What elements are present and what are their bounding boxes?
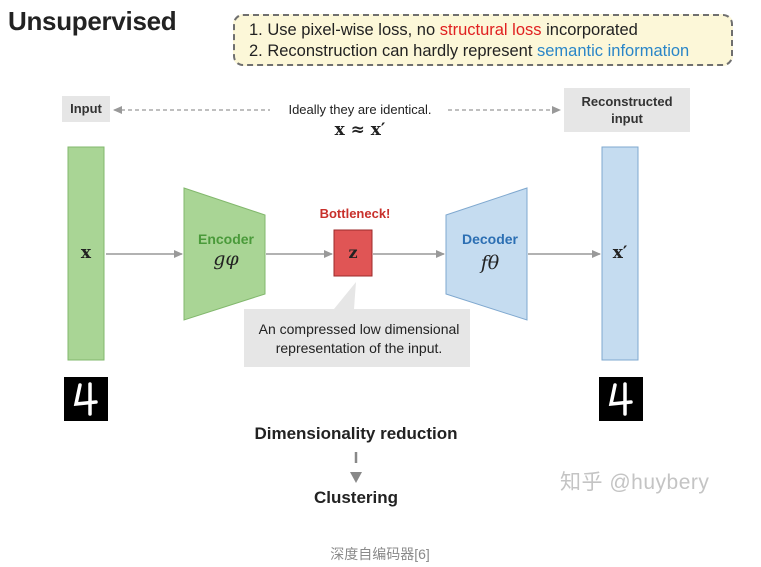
input-bar: [67, 146, 105, 361]
callout-text: An compressed low dimensional representa…: [244, 320, 474, 358]
callout-line-2: representation of the input.: [275, 340, 443, 356]
output-digit-glyph: [608, 382, 633, 416]
ideal-text: Ideally they are identical.: [288, 102, 432, 117]
decoder-trapezoid: [445, 187, 528, 321]
flow-step-dimensionality-reduction: Dimensionality reduction: [254, 424, 458, 443]
input-digit-image: [64, 377, 108, 421]
reconstructed-label-line-2: input: [611, 111, 643, 126]
input-digit-glyph: [73, 382, 98, 416]
note-line-1: 1. Use pixel-wise loss, no structural lo…: [249, 20, 731, 41]
callout-line-1: An compressed low dimensional: [258, 321, 460, 337]
note-line-2: 2. Reconstruction can hardly represent s…: [249, 41, 731, 62]
output-variable: x′: [612, 243, 628, 263]
note-2-prefix: 2. Reconstruction can hardly represent: [249, 42, 537, 60]
output-digit-image: [599, 377, 643, 421]
bottleneck-variable: z: [348, 243, 358, 262]
bottleneck-box: [333, 229, 373, 277]
figure-caption: 深度自编码器[6]: [330, 546, 430, 562]
decoder-label: Decoder: [461, 231, 519, 247]
bottleneck-label: Bottleneck!: [319, 206, 391, 221]
callout-bubble: [244, 282, 470, 367]
decoder-function: fθ: [480, 252, 500, 274]
note-1-suffix: incorporated: [541, 21, 638, 39]
reconstructed-label-line-1: Reconstructed: [581, 94, 673, 109]
encoder-function: gφ: [213, 248, 239, 270]
flow-step-clustering: Clustering: [313, 488, 399, 507]
flow-arrow-head: [350, 472, 362, 483]
watermark: 知乎 @huybery: [560, 471, 710, 494]
page-title: Unsupervised: [8, 6, 177, 36]
input-variable: x: [80, 243, 92, 263]
ideal-equation: x ≈ x′: [334, 120, 386, 140]
output-bar: [601, 146, 639, 361]
encoder-trapezoid: [183, 187, 266, 321]
note-2-highlight: semantic information: [537, 42, 690, 60]
reconstructed-input-label: Reconstructed input: [564, 88, 690, 132]
encoder-label: Encoder: [197, 231, 254, 247]
note-1-highlight: structural loss: [439, 21, 542, 39]
note-1-prefix: 1. Use pixel-wise loss, no: [249, 21, 440, 39]
input-label: Input: [62, 96, 110, 122]
notes-box: 1. Use pixel-wise loss, no structural lo…: [233, 14, 733, 66]
